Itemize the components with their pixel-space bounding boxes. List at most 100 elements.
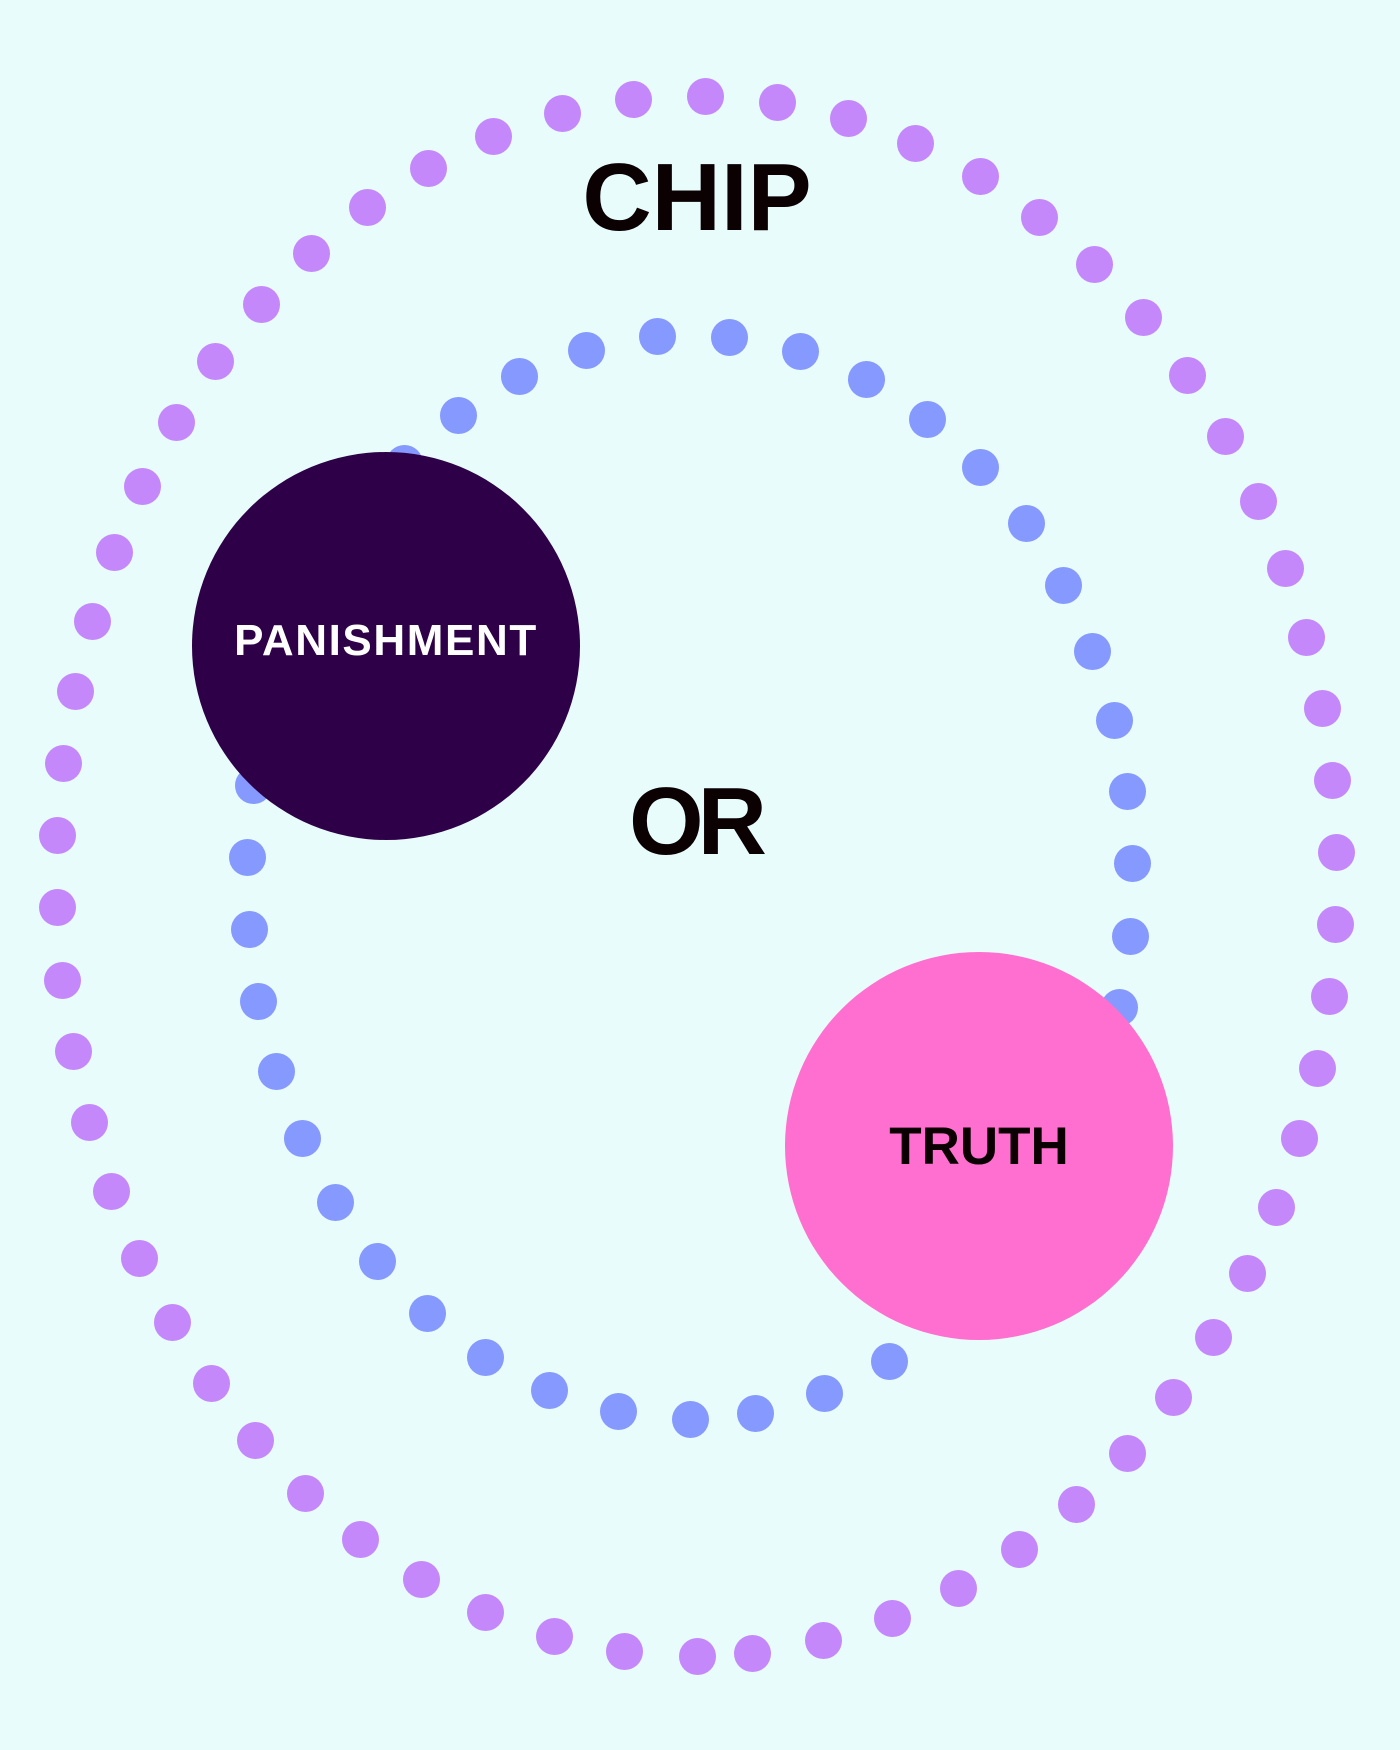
inner-dotted-ring-dot bbox=[1007, 505, 1045, 543]
truth-label: TRUTH bbox=[889, 1116, 1069, 1176]
outer-dotted-ring-dot bbox=[874, 1600, 912, 1638]
inner-dotted-ring-dot bbox=[359, 1242, 397, 1280]
outer-dotted-ring-dot bbox=[1154, 1378, 1192, 1416]
truth-option-circle: TRUTH bbox=[785, 952, 1173, 1340]
title-chip: CHIP bbox=[582, 144, 812, 251]
inner-dotted-ring-dot bbox=[567, 331, 605, 369]
outer-dotted-ring-dot bbox=[606, 1632, 644, 1670]
inner-dotted-ring-dot bbox=[409, 1295, 447, 1333]
outer-dotted-ring-dot bbox=[197, 342, 235, 380]
outer-dotted-ring-dot bbox=[1318, 833, 1356, 871]
outer-dotted-ring-dot bbox=[1313, 761, 1351, 799]
inner-dotted-ring-dot bbox=[962, 449, 1000, 487]
outer-dotted-ring-dot bbox=[39, 889, 77, 927]
inner-dotted-ring-dot bbox=[283, 1120, 321, 1158]
outer-dotted-ring-dot bbox=[73, 603, 111, 641]
inner-dotted-ring-dot bbox=[230, 911, 268, 949]
outer-dotted-ring-dot bbox=[158, 403, 195, 441]
inner-dotted-ring-dot bbox=[710, 318, 748, 356]
outer-dotted-ring-dot bbox=[897, 124, 935, 162]
outer-dotted-ring-dot bbox=[759, 83, 797, 121]
outer-dotted-ring-dot bbox=[342, 1521, 380, 1559]
outer-dotted-ring-dot bbox=[1076, 246, 1114, 284]
outer-dotted-ring-dot bbox=[475, 117, 513, 155]
outer-dotted-ring-dot bbox=[349, 188, 387, 226]
outer-dotted-ring-dot bbox=[829, 99, 867, 137]
outer-dotted-ring-dot bbox=[54, 1033, 92, 1071]
outer-dotted-ring-dot bbox=[402, 1561, 440, 1599]
outer-dotted-ring-dot bbox=[96, 534, 134, 572]
outer-dotted-ring-dot bbox=[1194, 1318, 1232, 1356]
inner-dotted-ring-dot bbox=[240, 982, 278, 1020]
inner-dotted-ring-dot bbox=[1095, 702, 1133, 740]
inner-dotted-ring-dot bbox=[257, 1052, 295, 1090]
outer-dotted-ring-dot bbox=[45, 744, 83, 782]
outer-dotted-ring-dot bbox=[614, 81, 652, 119]
outer-dotted-ring-dot bbox=[1257, 1188, 1295, 1226]
outer-dotted-ring-dot bbox=[1125, 299, 1163, 337]
title-or: OR bbox=[629, 768, 767, 875]
outer-dotted-ring-dot bbox=[1239, 482, 1277, 520]
outer-dotted-ring-dot bbox=[192, 1365, 230, 1403]
outer-dotted-ring-dot bbox=[93, 1172, 131, 1210]
outer-dotted-ring-dot bbox=[805, 1622, 843, 1660]
inner-dotted-ring-dot bbox=[317, 1184, 355, 1222]
outer-dotted-ring-dot bbox=[293, 234, 331, 272]
outer-dotted-ring-dot bbox=[1281, 1120, 1319, 1158]
outer-dotted-ring-dot bbox=[120, 1239, 158, 1277]
inner-dotted-ring-dot bbox=[599, 1393, 637, 1431]
outer-dotted-ring-dot bbox=[1021, 198, 1059, 236]
inner-dotted-ring-dot bbox=[530, 1372, 568, 1410]
outer-dotted-ring-dot bbox=[733, 1634, 771, 1672]
outer-dotted-ring-dot bbox=[56, 673, 94, 711]
outer-dotted-ring-dot bbox=[961, 158, 999, 195]
outer-dotted-ring-dot bbox=[939, 1569, 977, 1607]
inner-dotted-ring-dot bbox=[908, 400, 946, 438]
outer-dotted-ring-dot bbox=[1001, 1531, 1039, 1569]
inner-dotted-ring-dot bbox=[671, 1400, 709, 1438]
outer-dotted-ring-dot bbox=[287, 1474, 325, 1512]
outer-dotted-ring-dot bbox=[1310, 978, 1348, 1016]
outer-dotted-ring-dot bbox=[39, 817, 77, 855]
punishment-label: PANISHMENT bbox=[234, 616, 538, 665]
inner-dotted-ring-dot bbox=[500, 358, 538, 396]
inner-dotted-ring-dot bbox=[439, 396, 477, 434]
outer-dotted-ring-dot bbox=[242, 286, 280, 324]
outer-dotted-ring-dot bbox=[535, 1617, 573, 1655]
inner-dotted-ring-dot bbox=[870, 1342, 908, 1380]
outer-dotted-ring-dot bbox=[467, 1593, 505, 1631]
outer-dotted-ring-dot bbox=[1229, 1254, 1267, 1292]
outer-dotted-ring-dot bbox=[1057, 1486, 1095, 1523]
outer-dotted-ring-dot bbox=[124, 467, 162, 505]
outer-dotted-ring-dot bbox=[44, 961, 82, 999]
punishment-option-circle: PANISHMENT bbox=[192, 452, 580, 840]
outer-dotted-ring-dot bbox=[1298, 1049, 1336, 1087]
outer-dotted-ring-dot bbox=[71, 1103, 109, 1141]
outer-dotted-ring-dot bbox=[1303, 690, 1341, 728]
inner-dotted-ring-dot bbox=[1108, 773, 1146, 811]
inner-dotted-ring-dot bbox=[1074, 633, 1112, 671]
inner-dotted-ring-dot bbox=[1111, 917, 1149, 955]
inner-dotted-ring-dot bbox=[806, 1374, 844, 1412]
outer-dotted-ring-dot bbox=[1266, 550, 1304, 588]
outer-dotted-ring-dot bbox=[686, 77, 724, 115]
inner-dotted-ring-dot bbox=[466, 1339, 504, 1376]
outer-dotted-ring-dot bbox=[543, 95, 581, 132]
inner-dotted-ring-dot bbox=[228, 838, 266, 876]
inner-dotted-ring-dot bbox=[638, 317, 676, 355]
outer-dotted-ring-dot bbox=[237, 1422, 275, 1460]
outer-dotted-ring-dot bbox=[1207, 418, 1245, 456]
outer-dotted-ring-dot bbox=[1287, 619, 1325, 657]
inner-dotted-ring-dot bbox=[1045, 567, 1083, 605]
inner-dotted-ring-dot bbox=[1114, 845, 1152, 883]
inner-dotted-ring-dot bbox=[848, 361, 886, 399]
outer-dotted-ring-dot bbox=[1317, 906, 1355, 944]
outer-dotted-ring-dot bbox=[678, 1637, 716, 1675]
outer-dotted-ring-dot bbox=[153, 1304, 191, 1342]
inner-dotted-ring-dot bbox=[736, 1394, 774, 1432]
inner-dotted-ring-dot bbox=[781, 333, 819, 371]
outer-dotted-ring-dot bbox=[1169, 356, 1207, 394]
outer-dotted-ring-dot bbox=[1108, 1434, 1146, 1472]
outer-dotted-ring-dot bbox=[409, 149, 447, 187]
